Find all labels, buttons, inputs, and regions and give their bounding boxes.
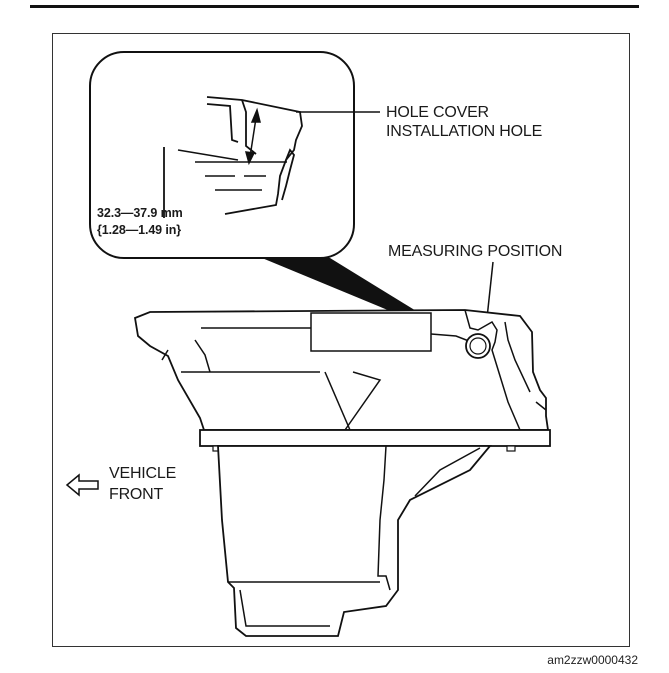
transaxle-housing (133, 309, 550, 431)
dimension-label: 32.3—37.9 mm {1.28—1.49 in} (97, 205, 183, 239)
dimension-label-in: {1.28—1.49 in} (97, 223, 182, 237)
lower-case-details (228, 445, 481, 627)
front-arrow-icon (65, 473, 99, 497)
vehicle-front-label-line2: FRONT (109, 486, 164, 503)
figure-frame (52, 33, 630, 647)
lower-case (217, 445, 492, 637)
hole-cover-label-line2: INSTALLATION HOLE (386, 123, 543, 140)
housing-details (161, 309, 547, 431)
oil-level-lines (177, 149, 287, 191)
flange-rail (199, 429, 551, 447)
top-rule (30, 5, 639, 8)
detail-callout (89, 51, 355, 259)
vehicle-front-label: VEHICLE FRONT (109, 463, 176, 505)
hole-cover-label-line1: HOLE COVER (386, 104, 489, 121)
vehicle-front-label-line1: VEHICLE (109, 465, 177, 482)
dimension-label-mm: 32.3—37.9 mm (97, 206, 183, 220)
measuring-position-label: MEASURING POSITION (388, 243, 563, 260)
dimension-arrow-icon (244, 107, 261, 166)
hole-cover-label: HOLE COVER INSTALLATION HOLE (386, 103, 542, 141)
figure-code: am2zzw0000432 (547, 653, 638, 667)
